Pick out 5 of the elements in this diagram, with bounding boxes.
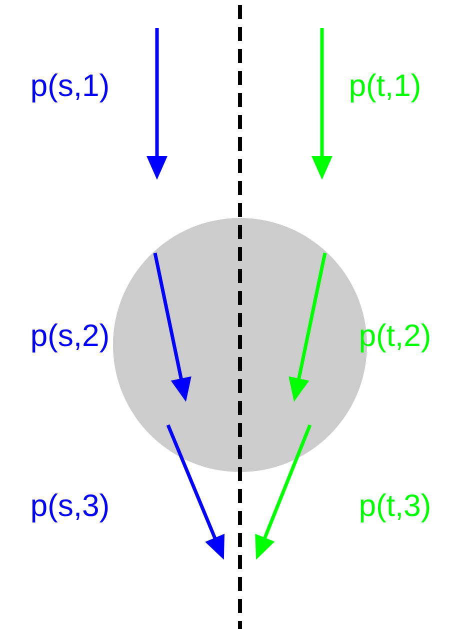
label: p(s,1) xyxy=(32,74,108,102)
label: p(t,1) xyxy=(350,74,420,102)
label: p(t,2) xyxy=(360,324,430,352)
label: p(t,3) xyxy=(360,494,430,522)
label: p(s,3) xyxy=(32,494,108,522)
